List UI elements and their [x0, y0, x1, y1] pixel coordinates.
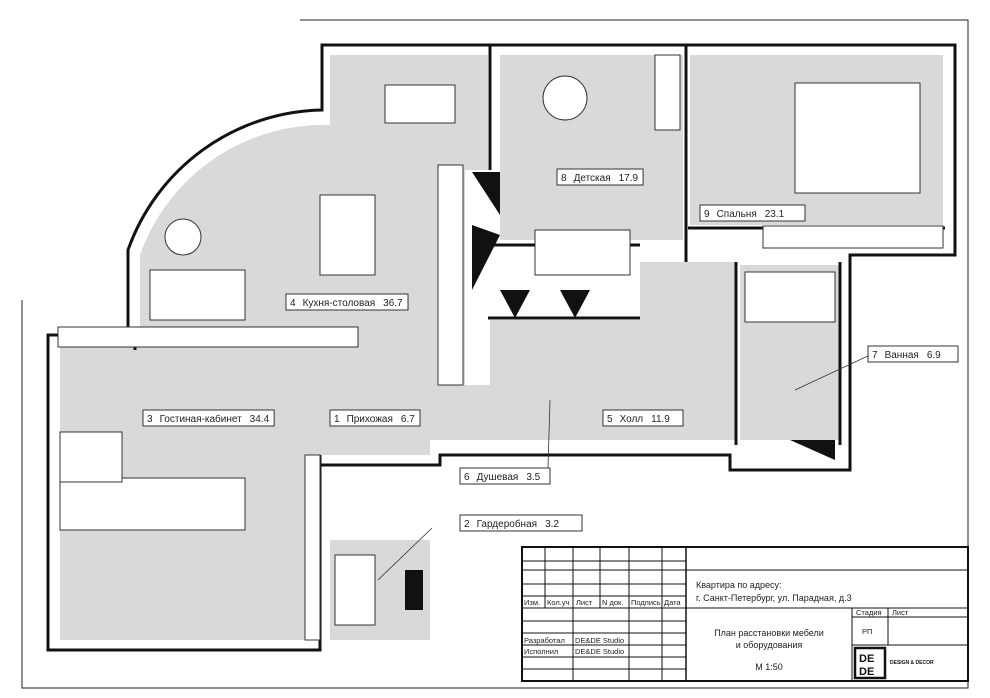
- svg-text:4: 4: [290, 298, 296, 309]
- svg-text:DE&DE Studio: DE&DE Studio: [575, 636, 624, 645]
- svg-text:Гардеробная: Гардеробная: [477, 518, 538, 530]
- sofa-chaise: [59, 431, 123, 483]
- svg-text:М 1:50: М 1:50: [755, 662, 783, 672]
- living-sofa: [59, 477, 246, 531]
- svg-text:План расстановки мебели: План расстановки мебели: [714, 628, 824, 638]
- room-label-4: 4 Кухня-столовая 36.7: [285, 293, 409, 311]
- room-label-8: 8 Детская 17.9: [556, 168, 644, 186]
- svg-text:3.2: 3.2: [545, 519, 559, 530]
- svg-text:9: 9: [704, 209, 710, 220]
- svg-text:Кухня-столовая: Кухня-столовая: [303, 298, 376, 309]
- kids-table: [542, 75, 588, 121]
- svg-text:11.9: 11.9: [651, 414, 670, 425]
- room-label-3: 3 Гостиная-кабинет 34.4: [142, 409, 275, 427]
- svg-text:Квартира по адресу:: Квартира по адресу:: [696, 580, 782, 590]
- svg-text:6.7: 6.7: [401, 414, 415, 425]
- svg-text:23.1: 23.1: [765, 209, 785, 220]
- svg-text:6.9: 6.9: [927, 350, 941, 361]
- svg-text:DE: DE: [859, 666, 874, 678]
- svg-text:5: 5: [607, 414, 613, 425]
- svg-text:DE&DE Studio: DE&DE Studio: [575, 647, 624, 656]
- svg-text:6: 6: [464, 472, 470, 483]
- svg-text:Подпись: Подпись: [631, 598, 661, 607]
- svg-text:РП: РП: [862, 627, 872, 636]
- svg-text:8: 8: [561, 173, 567, 184]
- shower-floor: [490, 325, 575, 385]
- svg-text:7: 7: [872, 350, 878, 361]
- svg-text:Кол.уч: Кол.уч: [547, 598, 570, 607]
- room-label-1: 1 Прихожая 6.7: [329, 409, 421, 427]
- kitchen-counter: [437, 164, 464, 386]
- svg-text:г. Санкт-Петербург, ул. Парадн: г. Санкт-Петербург, ул. Парадная, д.3: [696, 593, 852, 603]
- svg-text:DE: DE: [859, 653, 874, 665]
- svg-text:Спальня: Спальня: [717, 209, 757, 220]
- svg-text:3: 3: [147, 414, 153, 425]
- room-label-9: 9 Спальня 23.1: [699, 204, 806, 222]
- kids-bed: [534, 229, 631, 276]
- svg-text:DESIGN & DECOR: DESIGN & DECOR: [890, 660, 934, 666]
- room-label-6: 6 Душевая 3.5: [459, 467, 551, 485]
- svg-text:Лист: Лист: [892, 608, 909, 617]
- svg-text:17.9: 17.9: [619, 173, 639, 184]
- svg-text:1: 1: [334, 414, 340, 425]
- svg-text:Разработал: Разработал: [524, 636, 565, 645]
- room-label-2: 2 Гардеробная 3.2: [459, 514, 583, 532]
- leader-lines: [377, 354, 871, 581]
- kids-wardrobe: [654, 54, 681, 131]
- room-label-5: 5 Холл 11.9: [602, 409, 684, 427]
- svg-text:Ванная: Ванная: [885, 350, 919, 361]
- bedroom-wardrobe: [762, 225, 944, 249]
- svg-text:Дата: Дата: [664, 598, 681, 607]
- room-label-7: 7 Ванная 6.9: [867, 345, 959, 363]
- svg-text:3.5: 3.5: [526, 472, 540, 483]
- title-block-text: Изм. Кол.уч Лист N док. Подпись Дата Раз…: [524, 580, 909, 672]
- svg-text:Стадия: Стадия: [856, 608, 882, 617]
- svg-text:и оборудования: и оборудования: [736, 640, 803, 650]
- dining-table: [384, 84, 456, 124]
- round-table: [164, 218, 202, 256]
- kitchen-island: [319, 194, 376, 276]
- wardrobe-rack: [334, 554, 376, 626]
- svg-text:N док.: N док.: [602, 598, 623, 607]
- svg-text:Прихожая: Прихожая: [347, 414, 393, 425]
- svg-text:Детская: Детская: [574, 173, 611, 184]
- bathtub: [744, 271, 836, 323]
- kids-room-floor: [500, 55, 683, 240]
- svg-text:Душевая: Душевая: [477, 472, 519, 483]
- structural-columns: [405, 172, 835, 610]
- svg-text:2: 2: [464, 519, 470, 530]
- title-block: [521, 546, 969, 682]
- studio-logo: DE DE DESIGN & DECOR: [853, 646, 934, 680]
- svg-text:Холл: Холл: [620, 414, 644, 425]
- svg-text:36.7: 36.7: [383, 298, 403, 309]
- furniture: [57, 54, 944, 641]
- svg-text:Изм.: Изм.: [524, 598, 540, 607]
- sheet-frame: [21, 19, 969, 689]
- double-bed: [794, 82, 921, 194]
- hall-wardrobe: [304, 454, 321, 641]
- tv-console: [57, 326, 359, 348]
- svg-text:34.4: 34.4: [250, 414, 270, 425]
- sofa-kitchen: [149, 269, 246, 321]
- svg-text:Исполнил: Исполнил: [524, 647, 558, 656]
- svg-text:Гостиная-кабинет: Гостиная-кабинет: [160, 413, 243, 425]
- svg-text:Лист: Лист: [576, 598, 593, 607]
